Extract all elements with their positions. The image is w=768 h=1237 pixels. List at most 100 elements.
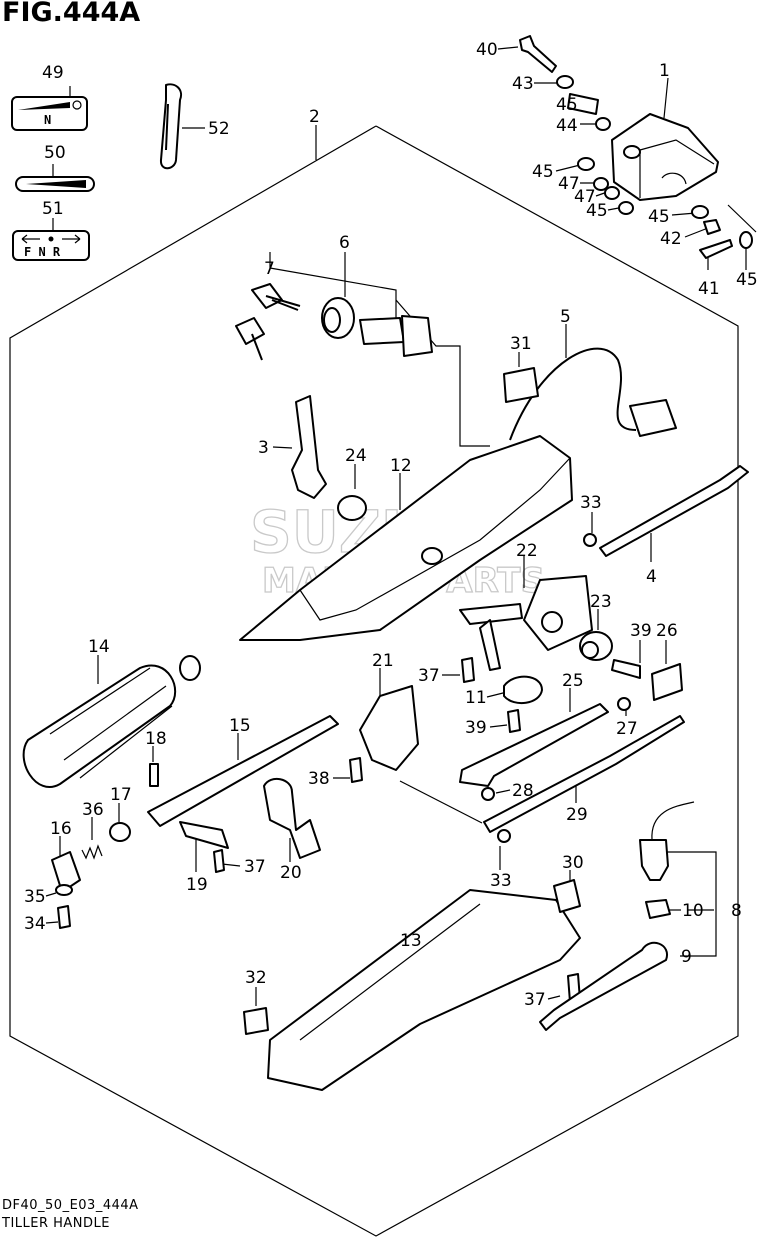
- part-41-bolt: [611, 659, 641, 679]
- part-8-wire: [651, 801, 695, 841]
- part-4-cable: [599, 465, 749, 557]
- throttle-switch: [359, 315, 433, 357]
- footer-caption: TILLER HANDLE: [2, 1216, 110, 1231]
- callout-46: 45: [736, 270, 758, 290]
- decal-49: N: [11, 96, 88, 131]
- callout-19: 19: [186, 875, 208, 895]
- kit-boundary: [9, 125, 739, 1237]
- callout-26: 26: [656, 621, 678, 641]
- callout-13: 13: [400, 931, 422, 951]
- part-3-lever: [291, 395, 327, 499]
- callout-24: 24: [345, 446, 367, 466]
- callout-45: 44: [556, 116, 578, 136]
- decal-50: [15, 176, 95, 192]
- callout-36: 36: [82, 800, 104, 820]
- callout-8: 8: [731, 901, 742, 921]
- callout-27: 27: [616, 719, 638, 739]
- decal-shift-text: F N R: [24, 245, 61, 259]
- callout-33: 33: [490, 871, 512, 891]
- hardware-stack: [519, 35, 753, 259]
- callout-30: 30: [562, 853, 584, 873]
- callout-18: 18: [145, 729, 167, 749]
- callout-51: 51: [42, 199, 64, 219]
- callout-39: 38: [308, 769, 330, 789]
- callout-17: 17: [110, 785, 132, 805]
- callout-23: 23: [590, 592, 612, 612]
- callout-45: 45: [586, 201, 608, 221]
- callout-31: 31: [510, 334, 532, 354]
- callout-14: 14: [88, 637, 110, 657]
- callout-45: 45: [532, 162, 554, 182]
- callout-15: 15: [229, 716, 251, 736]
- callout-7: 7: [264, 259, 275, 279]
- callout-29: 29: [566, 805, 588, 825]
- part-32-clip: [243, 1007, 269, 1035]
- callout-37: 37: [244, 857, 266, 877]
- part-22-assembly: [459, 575, 593, 671]
- part-15-rod: [147, 715, 339, 827]
- footer-code: DF40_50_E03_444A: [2, 1198, 139, 1213]
- callout-22: 22: [516, 541, 538, 561]
- callout-5: 5: [560, 307, 571, 327]
- callout-33: 33: [580, 493, 602, 513]
- callout-45: 43: [512, 74, 534, 94]
- part-8-switch: [639, 839, 669, 881]
- part-18-pin: [149, 763, 159, 787]
- screws: [55, 533, 597, 1003]
- callout-25: 25: [562, 671, 584, 691]
- part-26-plate: [651, 663, 683, 701]
- callout-4: 4: [646, 567, 657, 587]
- callout-6: 6: [339, 233, 350, 253]
- part-13-edge: [299, 903, 561, 1041]
- callout-1: 1: [659, 61, 670, 81]
- callout-52: 52: [208, 119, 230, 139]
- part-25-link: [459, 703, 609, 787]
- callout-2: 2: [309, 107, 320, 127]
- callout-40: 39: [465, 718, 487, 738]
- callout-9: 9: [681, 947, 692, 967]
- part-31-grommet: [503, 367, 539, 403]
- part-27-ball: [617, 697, 631, 711]
- part-5-cable: [509, 347, 637, 441]
- part-20-clamp: [263, 777, 321, 859]
- callout-45: 45: [648, 207, 670, 227]
- callout-49: 49: [42, 63, 64, 83]
- callout-48: 45: [556, 95, 578, 115]
- part-30-grommet: [553, 879, 581, 913]
- part-23-knob: [579, 631, 613, 661]
- callout-34: 34: [24, 914, 46, 934]
- callout-20: 20: [280, 863, 302, 883]
- part-11-knob: [503, 675, 543, 705]
- callout-21: 21: [372, 651, 394, 671]
- part-12-tiller-arm: [239, 435, 573, 641]
- part-5-end: [629, 399, 677, 437]
- callout-32: 32: [245, 968, 267, 988]
- part-10-nut: [645, 899, 671, 919]
- part-21-bracket: [359, 685, 419, 771]
- part-29-cable: [483, 715, 685, 833]
- callout-12: 12: [390, 456, 412, 476]
- callout-47: 47: [574, 187, 596, 207]
- callout-28: 28: [512, 781, 534, 801]
- part-52-clip: [160, 83, 182, 170]
- part-19-clip: [179, 821, 229, 849]
- callout-11: 11: [465, 688, 487, 708]
- part-16-block: [51, 851, 81, 893]
- callouts: 2 1 40 43 45 44 45 47 47 45 45 42 41 45 …: [24, 40, 758, 1010]
- part-24-ring: [337, 495, 367, 521]
- callout-50: 50: [44, 143, 66, 163]
- callout-44: 42: [660, 229, 682, 249]
- callout-39: 37: [418, 666, 440, 686]
- part-1-bracket: [611, 113, 719, 201]
- decal-neutral-mark: N: [44, 113, 51, 127]
- callout-38: 37: [524, 990, 546, 1010]
- decal-51: F N R: [12, 230, 90, 261]
- callout-10: 10: [682, 901, 704, 921]
- part-14-grip: [22, 655, 201, 788]
- part-36-spring: [81, 844, 103, 860]
- part-6-collar: [321, 297, 355, 339]
- callout-16: 16: [50, 819, 72, 839]
- part-7-keys: [235, 283, 301, 361]
- callout-3: 3: [258, 438, 269, 458]
